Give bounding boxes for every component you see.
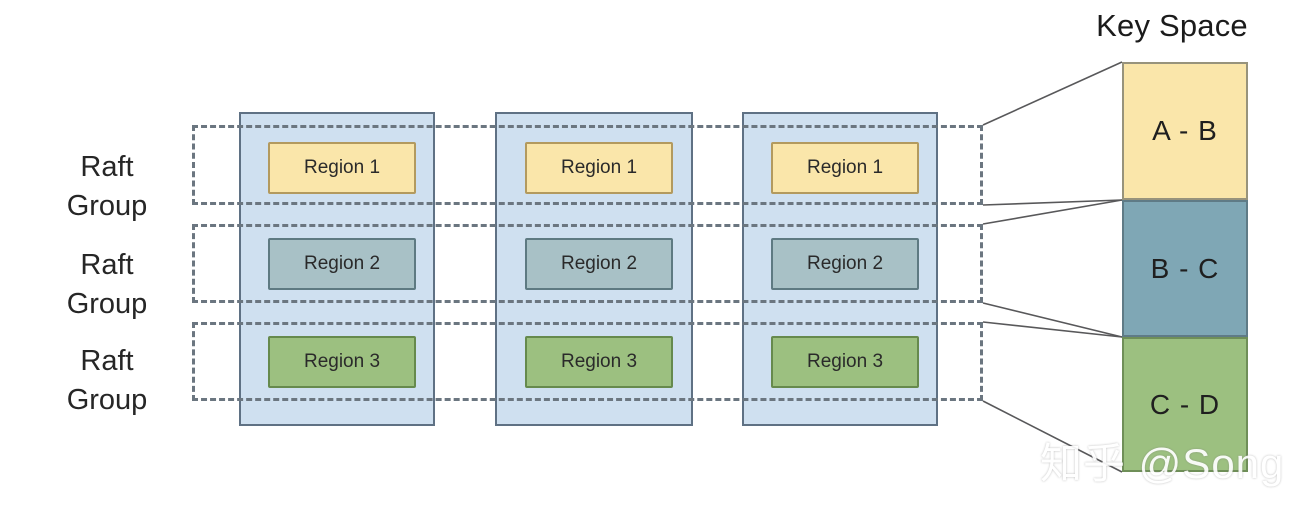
raft-group-label-2: Raft Group bbox=[24, 246, 190, 324]
connector-g1-bottom bbox=[982, 199, 1123, 206]
connector-g2-bottom bbox=[982, 302, 1123, 338]
keyspace-block-a-b[interactable]: A - B bbox=[1122, 62, 1248, 200]
raft-group-label-2-line1: Raft bbox=[80, 249, 134, 281]
region-box-n1-r3[interactable]: Region 3 bbox=[268, 336, 416, 388]
connector-g2-top bbox=[982, 199, 1123, 225]
raft-group-boundary-3 bbox=[192, 322, 983, 401]
raft-group-label-3: Raft Group bbox=[24, 342, 190, 420]
raft-group-label-1-line2: Group bbox=[66, 190, 148, 222]
keyspace-title: Key Space bbox=[1096, 8, 1248, 43]
region-box-n3-r1[interactable]: Region 1 bbox=[771, 142, 919, 194]
raft-group-boundary-1 bbox=[192, 125, 983, 205]
region-box-n2-r2[interactable]: Region 2 bbox=[525, 238, 673, 290]
raft-group-label-1-line1: Raft bbox=[80, 151, 134, 183]
connector-g1-top bbox=[982, 61, 1123, 126]
region-box-n2-r1[interactable]: Region 1 bbox=[525, 142, 673, 194]
keyspace-block-c-d[interactable]: C - D bbox=[1122, 337, 1248, 472]
watermark: 知乎 @Song bbox=[1040, 440, 1285, 487]
raft-group-boundary-2 bbox=[192, 224, 983, 303]
raft-group-label-3-line1: Raft bbox=[80, 345, 134, 377]
raft-group-label-1: Raft Group bbox=[24, 148, 190, 226]
region-box-n3-r3[interactable]: Region 3 bbox=[771, 336, 919, 388]
raft-group-label-2-line2: Group bbox=[66, 288, 148, 320]
region-box-n1-r2[interactable]: Region 2 bbox=[268, 238, 416, 290]
region-box-n3-r2[interactable]: Region 2 bbox=[771, 238, 919, 290]
region-box-n2-r3[interactable]: Region 3 bbox=[525, 336, 673, 388]
region-box-n1-r1[interactable]: Region 1 bbox=[268, 142, 416, 194]
connector-g3-top bbox=[982, 321, 1123, 338]
keyspace-block-b-c[interactable]: B - C bbox=[1122, 200, 1248, 337]
raft-group-label-3-line2: Group bbox=[66, 384, 148, 416]
